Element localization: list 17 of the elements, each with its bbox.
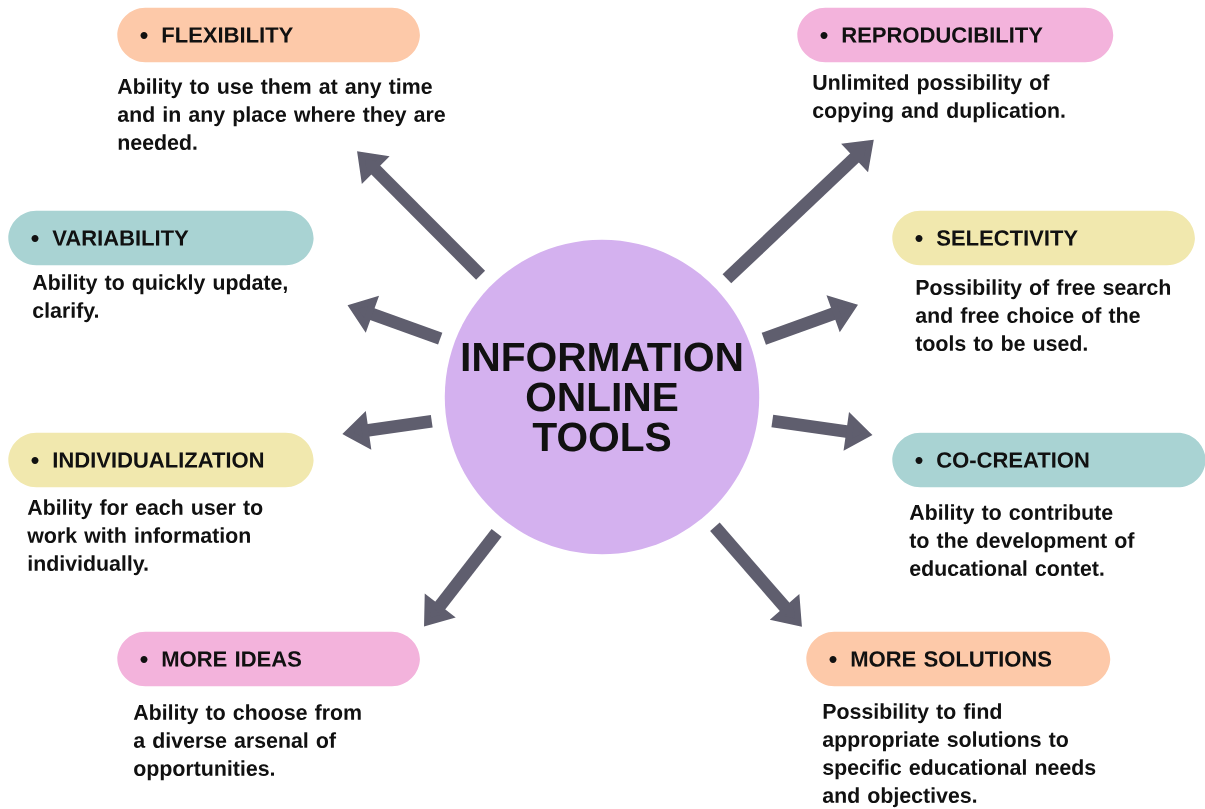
- label-pill: INDIVIDUALIZATION: [8, 432, 314, 488]
- description-text: Ability to quickly update, clarify.: [32, 274, 287, 323]
- description-text: Ability for each user to work with information individually.: [27, 499, 263, 576]
- description-text: Ability to contribute to the development of educational contet.: [909, 504, 1135, 576]
- label-pill: VARIABILITY: [8, 210, 314, 266]
- label-pill: SELECTIVITY: [892, 210, 1195, 266]
- description-text: Ability to choose from a diverse arsenal of opportunities.: [133, 704, 361, 781]
- label-pill: REPRODUCIBILITY: [797, 7, 1114, 63]
- label-pill: MORE SOLUTIONS: [806, 631, 1111, 687]
- arrow: [357, 151, 486, 280]
- label-pill: FLEXIBILITY: [117, 7, 420, 63]
- label-pill: CO-CREATION: [892, 432, 1205, 488]
- description-text: Possibility of free search and free choice of the tools to be used.: [915, 279, 1170, 351]
- description-text: Ability to use them at any time and in any place where they are needed.: [117, 78, 445, 150]
- description-text: Possibility to find appropriate solutions to specific educational needs and objectives.: [822, 703, 1096, 808]
- label-pill: MORE IDEAS: [117, 631, 420, 687]
- description-text: Unlimited possibility of copying and duplication.: [813, 74, 1065, 123]
